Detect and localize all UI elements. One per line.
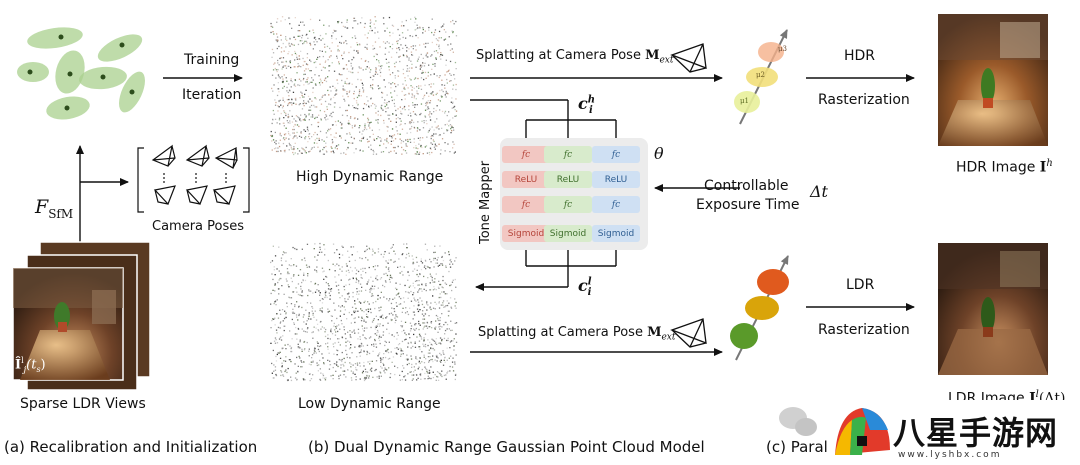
mu3-label: μ3 xyxy=(778,45,788,53)
tone-mapper-cell-sigmoid: Sigmoid xyxy=(592,225,640,242)
tone-mapper-panel xyxy=(500,138,648,250)
watermark-url: www.lyshbx.com xyxy=(898,450,1002,460)
hdr-output-image xyxy=(938,14,1048,146)
c-l-label: cli xyxy=(578,276,592,299)
camera-icon xyxy=(151,144,238,206)
hdr-gaussian-stack xyxy=(734,29,788,125)
splat-bottom-label: Splatting at Camera Pose Mext xyxy=(478,325,676,343)
watermark-logo xyxy=(779,407,890,455)
tone-mapper-cell-fc: fc xyxy=(544,146,592,163)
low-dynamic-range-label: Low Dynamic Range xyxy=(298,396,441,412)
theta-label: θ xyxy=(654,144,664,163)
ldr-gaussian-stack xyxy=(730,255,789,361)
tone-mapper-cell-fc: fc xyxy=(502,196,550,213)
splat-top-label: Splatting at Camera Pose Mext xyxy=(476,48,674,66)
exposure-time-label: Exposure Time xyxy=(696,197,800,213)
sparse-ldr-views-label: Sparse LDR Views xyxy=(20,396,146,412)
tone-mapper-cell-relu: ReLU xyxy=(502,171,550,188)
high-dynamic-range-label: High Dynamic Range xyxy=(296,169,444,185)
rasterization-bottom-label: Rasterization xyxy=(818,322,910,338)
rasterization-top-label: Rasterization xyxy=(818,92,910,108)
hdr-image-label: HDR Image Ih xyxy=(956,158,1053,176)
ldr-view-stack xyxy=(12,241,151,391)
hdr-label: HDR xyxy=(844,48,876,64)
tone-mapper-cell-fc: fc xyxy=(544,196,592,213)
tone-mapper-cell-fc: fc xyxy=(592,146,640,163)
controllable-label: Controllable xyxy=(704,178,789,194)
training-label: Training xyxy=(184,52,240,68)
caption-b: (b) Dual Dynamic Range Gaussian Point Cl… xyxy=(308,438,705,456)
mu1-label: μ1 xyxy=(740,97,750,105)
ldr-label: LDR xyxy=(846,277,875,293)
ldr-point-cloud xyxy=(268,240,458,382)
tone-mapper-label: Tone Mapper xyxy=(478,160,493,244)
camera-poses-label: Camera Poses xyxy=(152,219,245,234)
hdr-point-cloud xyxy=(268,14,458,156)
tone-mapper-cell-sigmoid: Sigmoid xyxy=(502,225,550,242)
tone-mapper-cell-fc: fc xyxy=(502,146,550,163)
tone-mapper-cell-sigmoid: Sigmoid xyxy=(544,225,592,242)
ldr-image-label: LDR Image Il(Δt) xyxy=(948,389,1066,400)
tone-mapper-connectors xyxy=(470,99,617,291)
caption-c: (c) Paral xyxy=(766,438,828,456)
ldr-output-image xyxy=(938,243,1048,375)
f-sfm-label: FSfM xyxy=(35,196,74,221)
tone-mapper-cell-fc: fc xyxy=(592,196,640,213)
mu2-label: μ2 xyxy=(756,71,766,79)
delta-t-label: Δt xyxy=(810,182,828,201)
camera-icon-top xyxy=(670,43,707,73)
iteration-label: Iteration xyxy=(182,87,242,103)
caption-a: (a) Recalibration and Initialization xyxy=(4,438,258,456)
c-h-label: chi xyxy=(578,94,596,117)
ldr-view-symbol: Îlj(ts) xyxy=(15,356,46,374)
camera-icon-bottom xyxy=(670,318,707,348)
tone-mapper-cell-relu: ReLU xyxy=(592,171,640,188)
gaussian-cluster xyxy=(17,27,145,120)
tone-mapper-cell-relu: ReLU xyxy=(544,171,592,188)
camera-poses-grid xyxy=(137,144,250,213)
watermark-brand: 八星手游网 xyxy=(893,414,1059,452)
